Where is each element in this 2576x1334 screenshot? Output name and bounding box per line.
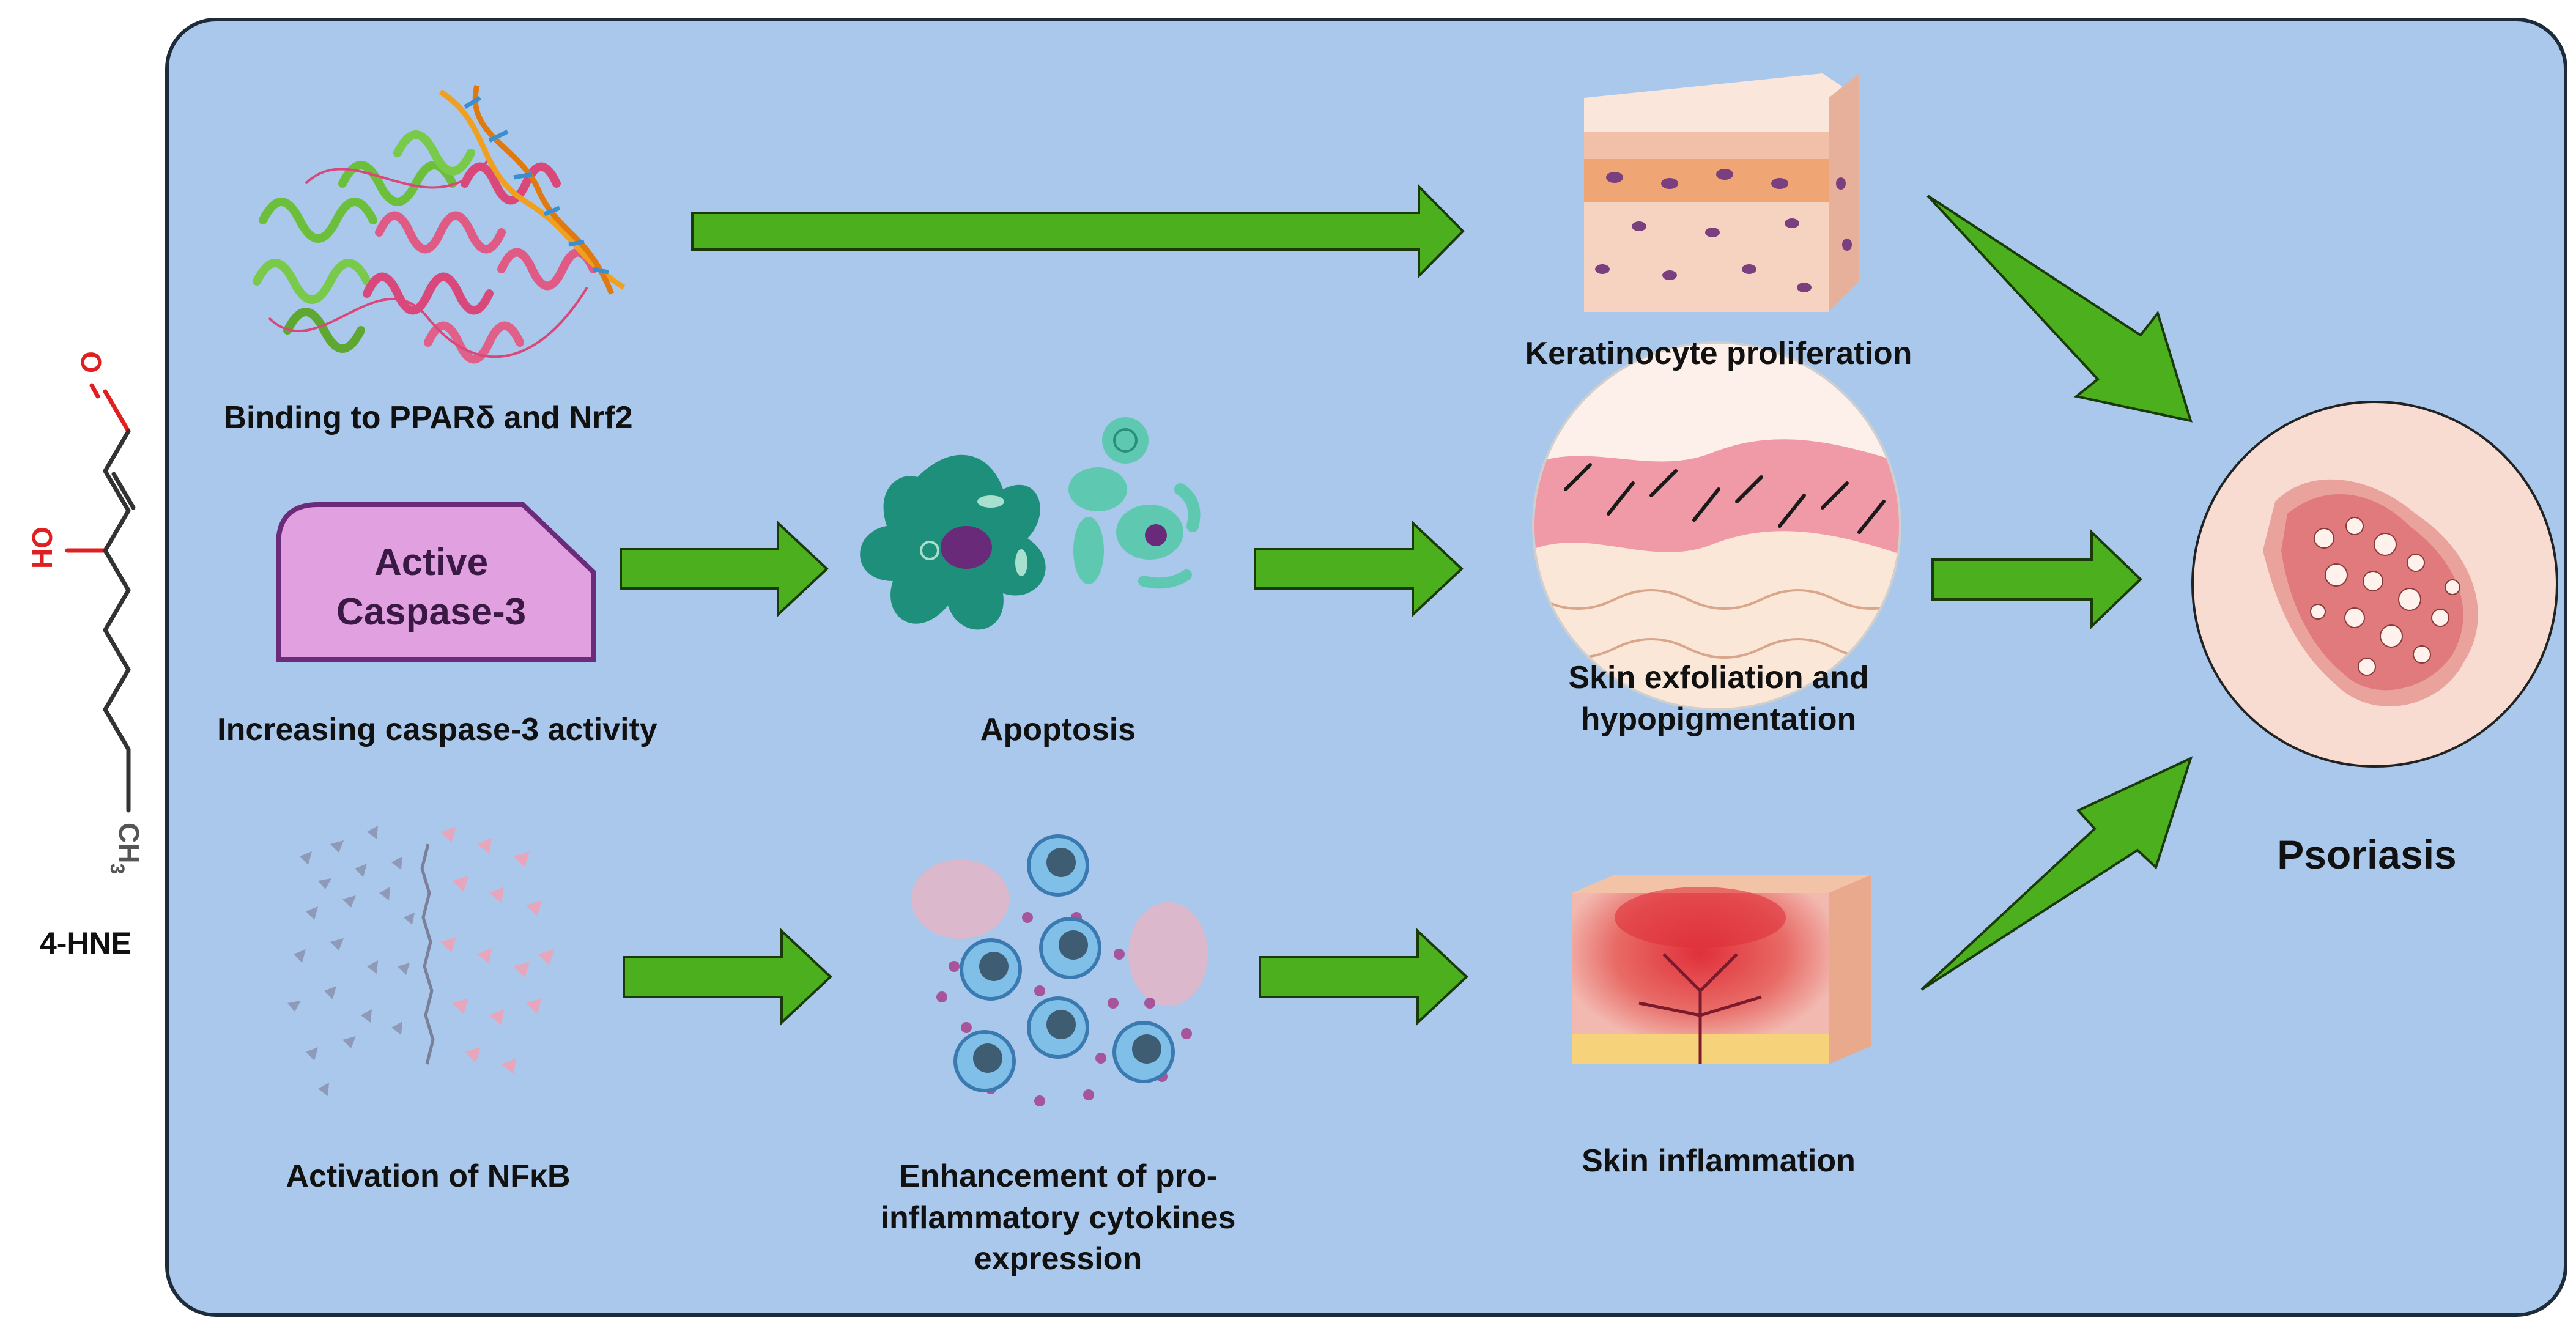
nfkb-illustration [287,826,554,1096]
apoptosis-illustration [860,417,1201,630]
caspase-box-line2: Caspase-3 [336,590,527,633]
exfoliation-label: Skin exfoliation and hypopigmentation [1568,660,1869,737]
arrows [620,183,2193,1026]
caspase-box-text: Active Caspase-3 [278,538,584,637]
atom-oh: HO [26,527,58,569]
atom-o: O [75,351,107,373]
caspase-activity-label: Increasing caspase-3 activity [217,712,657,747]
molecule-name-label: 4-HNE [39,926,132,960]
cytokines-label: Enhancement of pro-inflammatory cytokine… [880,1158,1236,1277]
protein-dna-illustration [253,84,626,364]
keratinocyte-label: Keratinocyte proliferation [1525,336,1912,371]
arrow-cytokines-to-inflammation [1259,928,1468,1026]
exfoliation-illustration [1533,343,1900,710]
apoptosis-label: Apoptosis [980,712,1136,747]
arrow-binding-to-keratinocyte [691,183,1465,279]
inflammation-label: Skin inflammation [1582,1143,1856,1179]
psoriasis-illustration [2191,401,2558,768]
inflammation-skin-block [1572,875,1871,1064]
arrow-apoptosis-to-exfoliation [1254,520,1464,618]
binding-label: Binding to PPARδ and Nrf2 [223,400,633,435]
arrow-caspase-to-apoptosis [620,520,829,618]
arrow-nfkb-to-cytokines [623,928,832,1026]
nfkb-label: Activation of NFκB [286,1158,571,1194]
caspase-3-box [276,502,596,662]
arrow-exfoliation-to-psoriasis [1931,529,2142,629]
caspase-box-line1: Active [374,541,489,584]
arrow-inflammation-to-psoriasis [1920,756,2193,991]
psoriasis-label: Psoriasis [2277,832,2457,877]
keratinocyte-skin-block [1584,73,1859,312]
cytokines-illustration [911,834,1208,1106]
atom-ch3: CH3 [106,823,145,874]
arrow-keratinocyte-to-psoriasis [1926,195,2193,423]
4-hne-structure [65,383,136,813]
svg-text:CH3: CH3 [106,823,145,874]
